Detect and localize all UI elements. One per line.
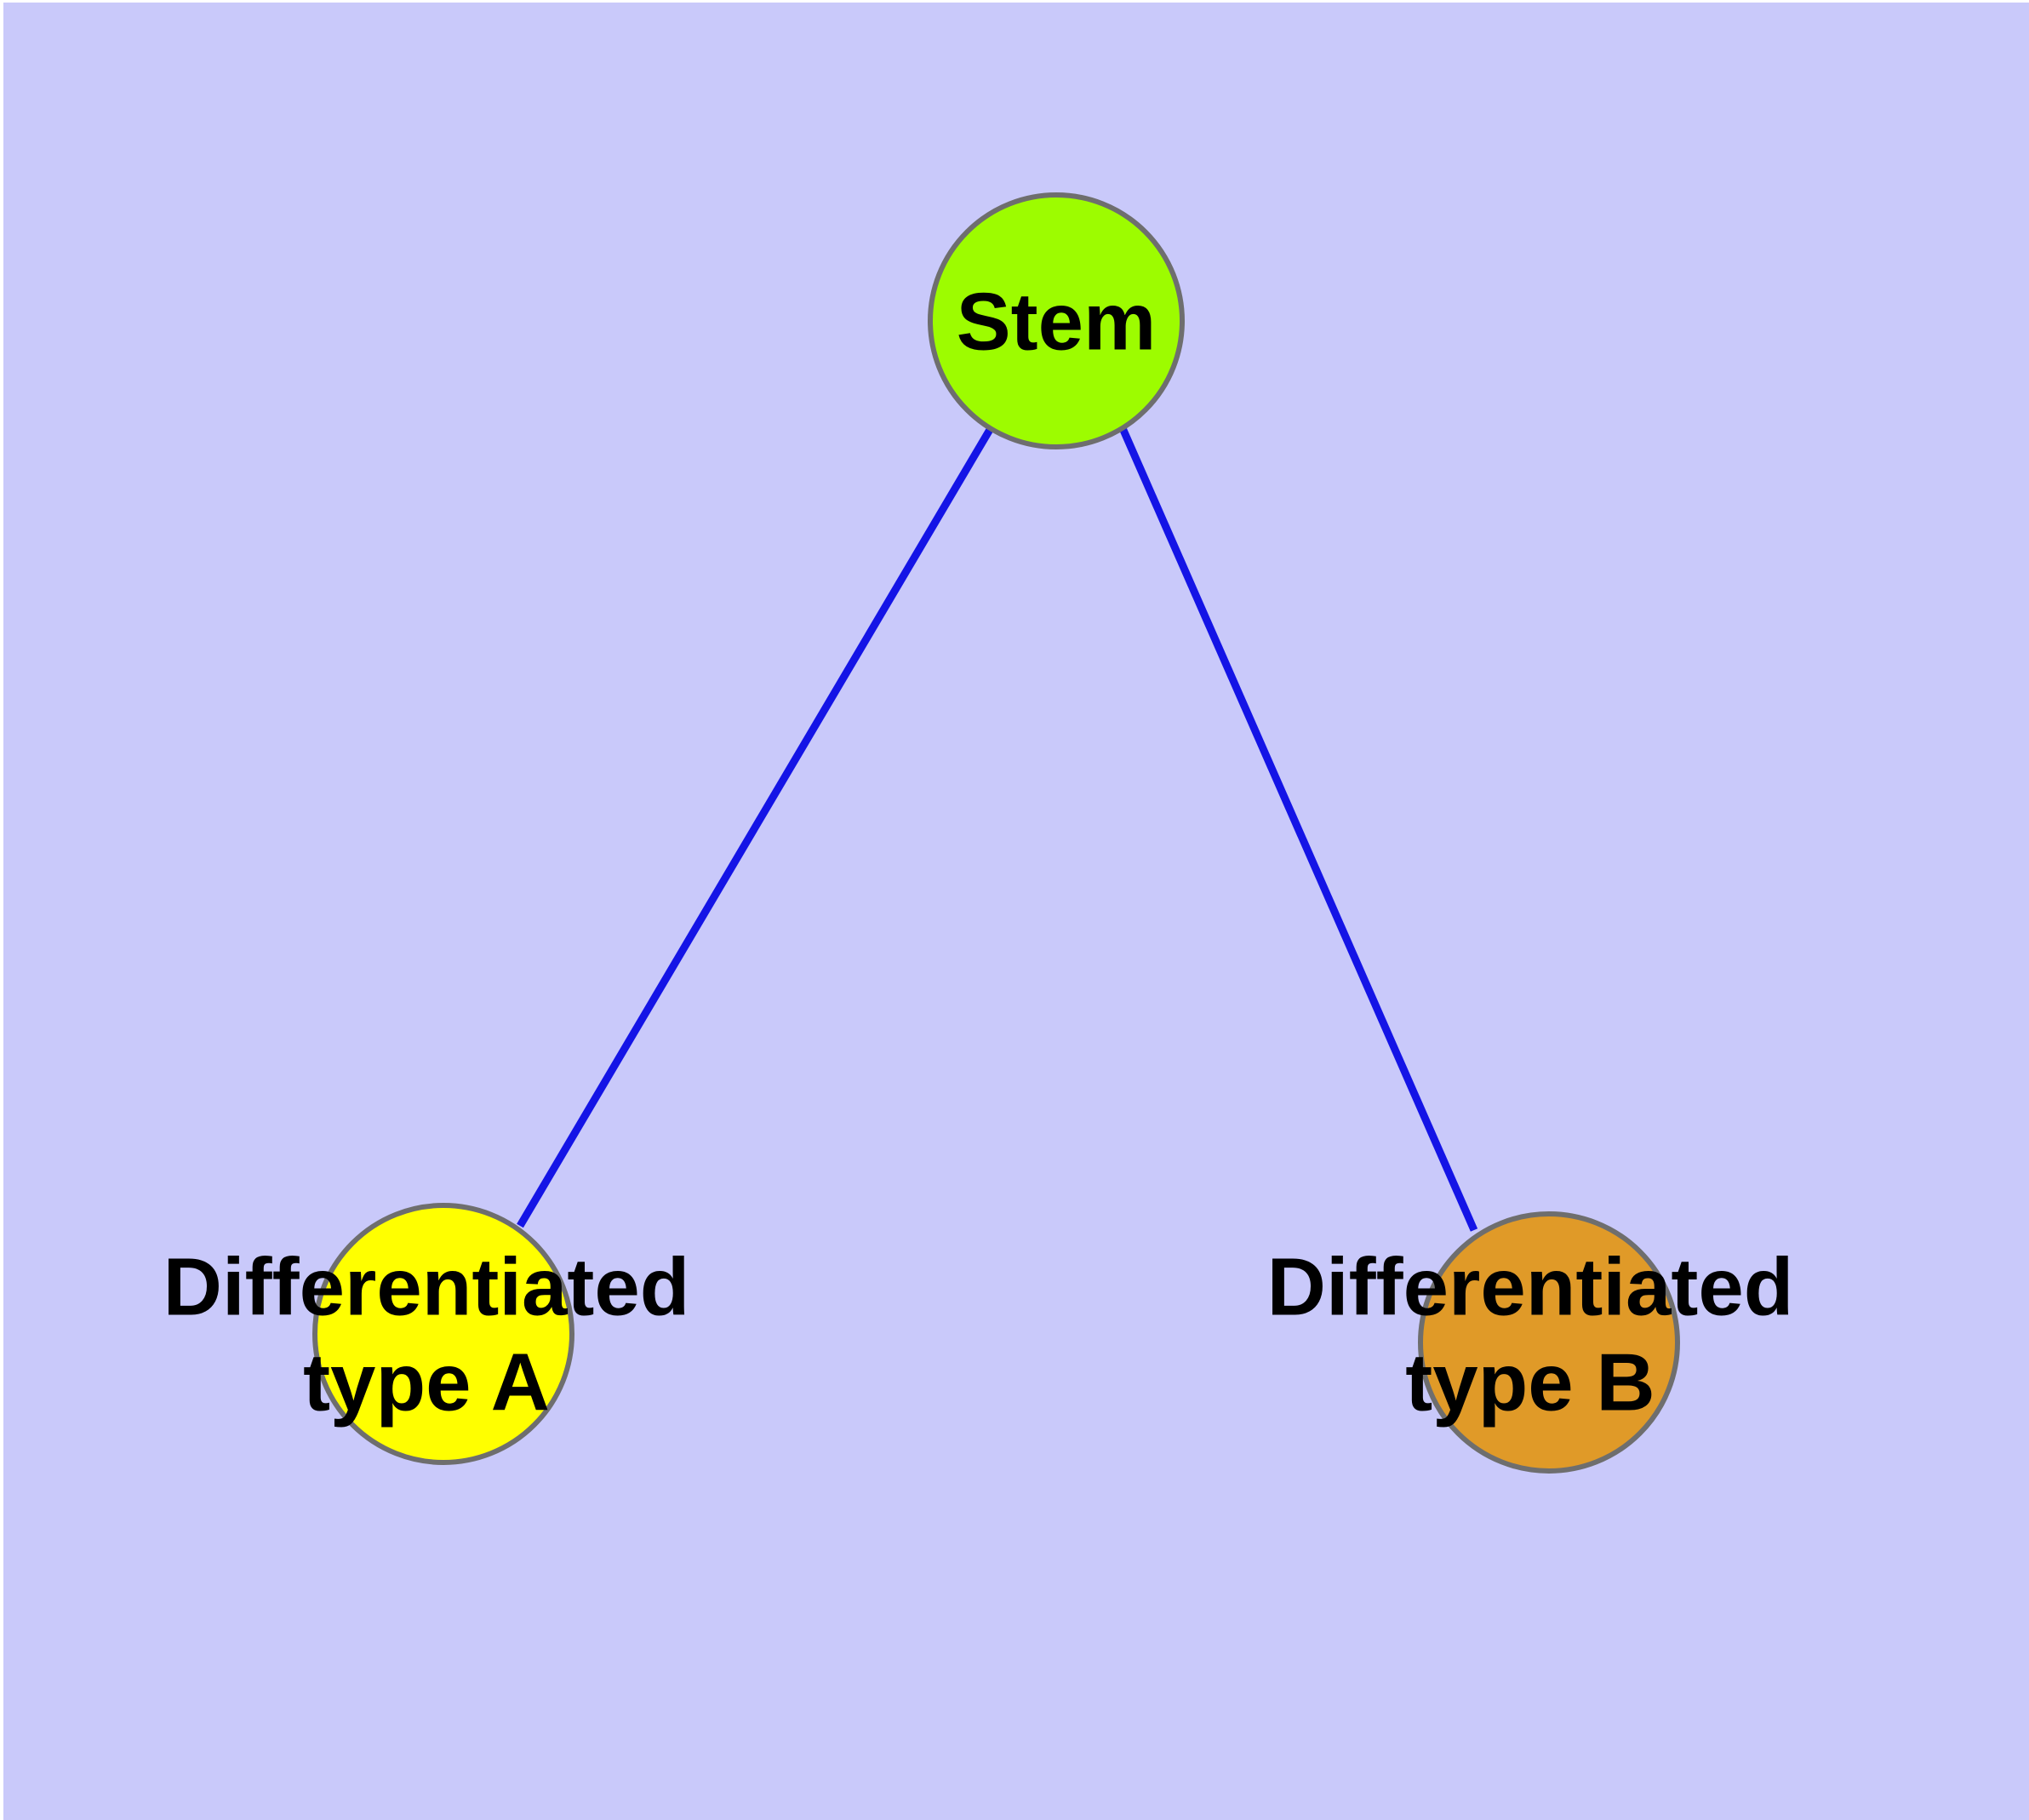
edge-layer — [517, 426, 1478, 1232]
node-differentiated-type-b-circle[interactable] — [1418, 1211, 1680, 1474]
node-differentiated-type-a-circle[interactable] — [312, 1203, 574, 1465]
node-stem[interactable]: Stem — [928, 192, 1185, 449]
edge-stem-to-differentiated-type-a — [517, 426, 994, 1228]
edge-stem-to-differentiated-type-b — [1118, 426, 1478, 1232]
node-stem-circle[interactable] — [928, 192, 1185, 449]
node-stem-label: Stem — [957, 277, 1157, 368]
